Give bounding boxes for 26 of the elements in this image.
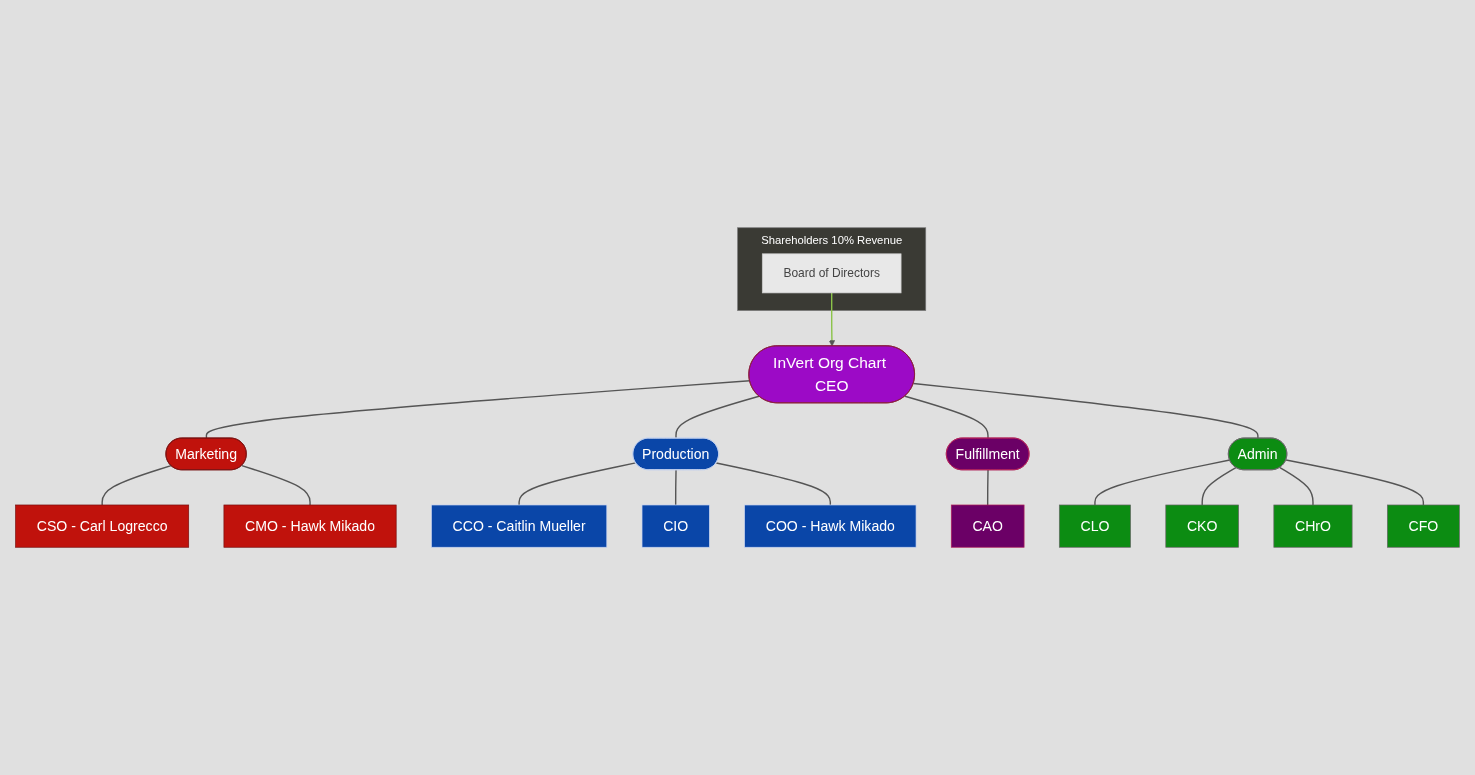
connector [1279,466,1314,506]
connector [1094,459,1231,506]
connector [912,382,1259,440]
connector [986,469,989,506]
connector [241,464,311,506]
node-box: CCO - Caitlin Mueller [431,504,608,548]
connector [1201,466,1237,506]
node-box: CSO - Carl Logrecco [15,504,190,548]
node-box: CIO [641,504,710,548]
arrow [828,292,836,347]
node-box: CAO [950,504,1025,548]
node-box: CHrO [1273,504,1353,548]
connector [675,469,677,506]
node-box: CKO [1165,504,1239,548]
connector [675,395,760,440]
node-box: CFO [1387,504,1460,548]
node-box: COO - Hawk Mikado [744,504,917,548]
node-box: CLO [1058,504,1131,548]
node-box: CMO - Hawk Mikado [223,504,397,548]
connector [1285,459,1425,506]
connector [904,395,989,440]
connector [715,462,831,506]
connector [101,464,172,506]
node-box: Board of Directors [761,253,902,294]
connector [518,462,637,506]
connector [205,380,751,440]
